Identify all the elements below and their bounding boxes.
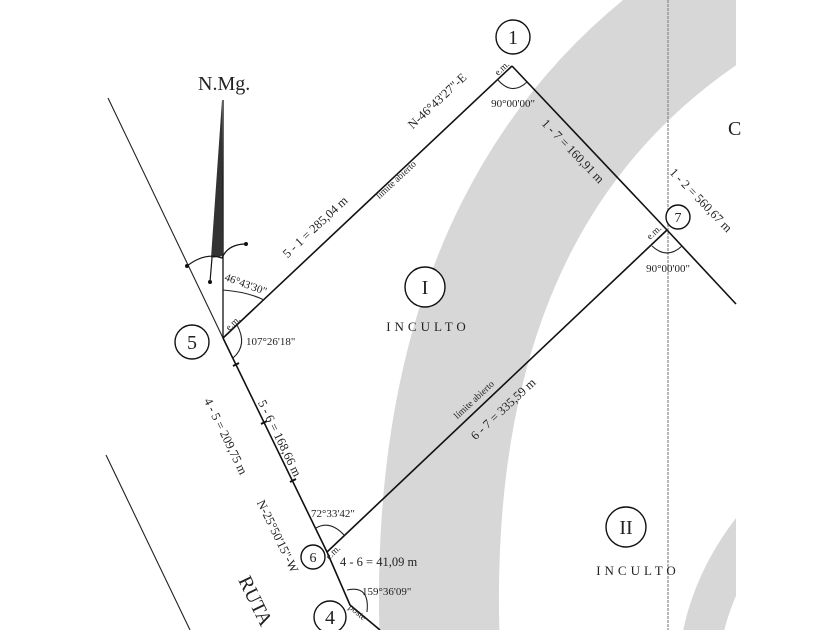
marker-poste-4: poste: [346, 603, 368, 624]
parcel-II: II INCULTO: [596, 506, 680, 578]
length-4-5: 4 - 5 = 209,75 m: [201, 396, 250, 477]
right-margin: [736, 0, 840, 630]
angle-arcs: [222, 79, 683, 613]
svg-text:INCULTO: INCULTO: [596, 563, 680, 578]
north-label: N.Mg.: [198, 73, 250, 95]
tick-marks: [232, 362, 297, 483]
point-7: 7: [665, 204, 691, 230]
angle-4: 159°36'09": [362, 586, 411, 598]
point-5: 5: [174, 324, 210, 360]
boundary-1-7: [511, 65, 668, 231]
watermark-band: [379, 0, 808, 630]
boundary-5-6-4: [222, 337, 381, 630]
svg-text:4: 4: [325, 607, 335, 629]
svg-text:6: 6: [310, 551, 317, 566]
angle-6: 72°33'42": [311, 508, 355, 520]
angle-1: 90°00'00": [491, 98, 535, 110]
bearing-4-5: N-25°50'15"-W: [254, 498, 301, 575]
road-edge-lower: [105, 454, 191, 630]
svg-text:1: 1: [508, 27, 518, 49]
svg-text:5: 5: [187, 332, 197, 354]
angle-7: 90°00'00": [646, 263, 690, 275]
boundary-7-6: [326, 229, 668, 553]
marker-em-7: e.m.: [645, 224, 664, 242]
point-4: 4: [313, 600, 347, 630]
marker-em-1: e.m.: [493, 60, 512, 78]
note-5-1: límite abierto: [375, 159, 419, 201]
road-label: RUTA: [234, 573, 277, 630]
boundary-7-2: [666, 229, 737, 305]
length-5-6: 5 - 6 = 168,66 m: [255, 398, 304, 479]
angle-5: 107°26'18": [246, 336, 295, 348]
boundary-5-1: [222, 65, 513, 339]
bearing-5-1: N-46°43'27"-E: [405, 70, 470, 132]
point-1: 1: [495, 19, 531, 55]
point-6: 6: [300, 544, 326, 570]
svg-text:7: 7: [675, 211, 682, 226]
north-arrow-icon: [185, 100, 248, 338]
parcel-I: I INCULTO: [386, 266, 470, 334]
svg-text:I: I: [422, 277, 429, 299]
marker-em-5: e.m.: [224, 315, 243, 333]
svg-text:INCULTO: INCULTO: [386, 319, 470, 334]
svg-text:II: II: [619, 517, 632, 539]
length-4-6: 4 - 6 = 41,09 m: [340, 555, 417, 569]
road-edge-upper: [107, 97, 224, 339]
cutoff-letter: C: [728, 118, 741, 140]
